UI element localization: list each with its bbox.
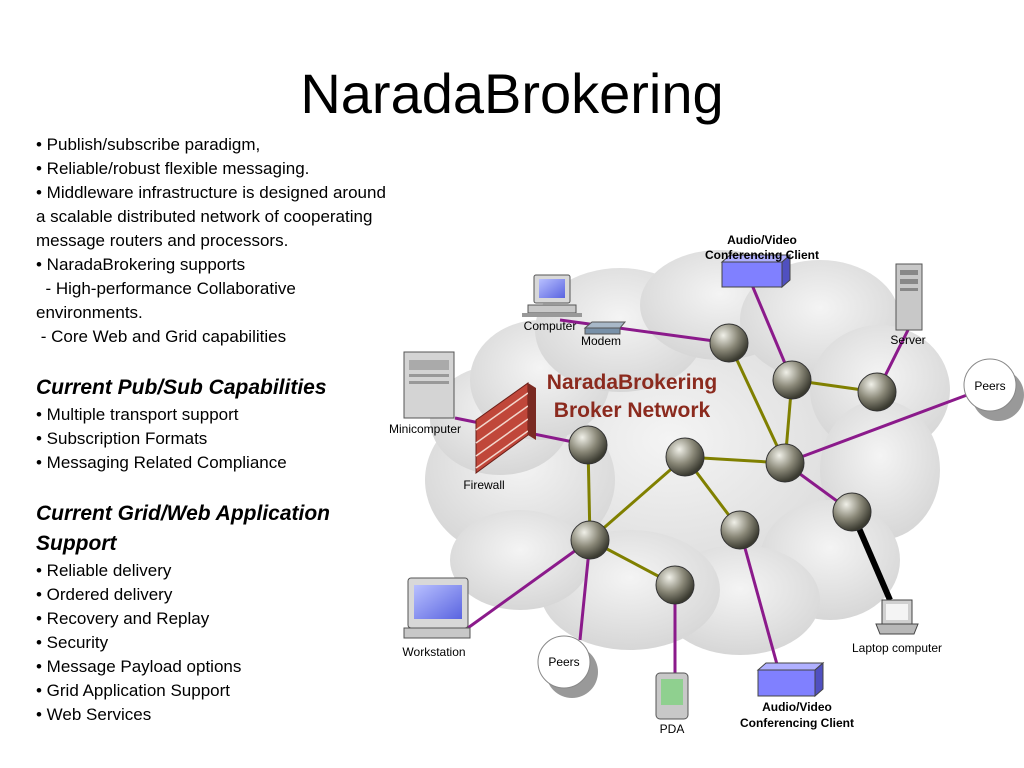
pubsub-item: • Messaging Related Compliance — [36, 453, 287, 472]
computer-device: Computer — [522, 274, 582, 333]
laptop-label: Laptop computer — [852, 641, 942, 655]
workstation-device: Workstation — [402, 577, 471, 659]
pubsub-item: • Subscription Formats — [36, 429, 208, 448]
bullet-line: - High-performance Collaborative — [36, 279, 296, 298]
peers-right-label: Peers — [974, 379, 1005, 393]
computer-link — [559, 318, 730, 345]
modem-icon — [583, 321, 627, 329]
bullet-line: • Middleware infrastructure is designed … — [36, 183, 386, 202]
server-icon — [895, 263, 923, 331]
bullet-line: a scalable distributed network of cooper… — [36, 207, 373, 226]
server-device: Server — [890, 263, 926, 347]
pubsub-item: • Multiple transport support — [36, 405, 239, 424]
av-bottom-label-2: Conferencing Client — [740, 716, 854, 730]
av-client-bottom: Audio/Video Conferencing Client — [740, 661, 854, 730]
broker-node — [665, 437, 705, 477]
minicomputer-icon — [403, 351, 455, 419]
av-box-icon — [721, 261, 783, 288]
gridweb-item: • Recovery and Replay — [36, 609, 210, 628]
gridweb-item: • Grid Application Support — [36, 681, 231, 700]
workstation-icon — [403, 577, 471, 639]
av-box-icon — [757, 669, 816, 697]
av-top-label-1: Audio/Video — [727, 233, 797, 247]
bullet-line: message routers and processors. — [36, 231, 289, 250]
broker-node — [568, 425, 608, 465]
gridweb-item: • Message Payload options — [36, 657, 242, 676]
broker-node — [709, 323, 749, 363]
broker-link — [589, 455, 686, 542]
workstation-label: Workstation — [402, 645, 465, 659]
av-bottom-link — [738, 529, 780, 669]
av-client-top: Audio/Video Conferencing Client — [705, 233, 819, 289]
peers-bottom: Peers — [537, 635, 598, 698]
computer-icon — [522, 274, 582, 317]
peers-bottom-label: Peers — [548, 655, 579, 669]
broker-node — [720, 510, 760, 550]
gridweb-item: • Ordered delivery — [36, 585, 173, 604]
gridweb-item: • Web Services — [36, 705, 152, 724]
gridweb-heading: Current Grid/Web Application Support — [36, 502, 331, 555]
av-bottom-label-1: Audio/Video — [762, 700, 832, 714]
modem-label: Modem — [581, 334, 621, 348]
peers-right: Peers — [963, 358, 1024, 421]
firewall-label: Firewall — [463, 478, 504, 492]
broker-node — [857, 372, 897, 412]
pda-device: PDA — [655, 672, 689, 736]
peers-icon — [537, 635, 591, 689]
broker-nodes — [568, 323, 897, 605]
bullet-text: • Publish/subscribe paradigm, • Reliable… — [36, 133, 456, 727]
peers-icon — [963, 358, 1017, 412]
workstation-link — [464, 538, 591, 632]
firewall-device: Firewall — [463, 382, 536, 492]
server-label: Server — [890, 333, 925, 347]
bullet-line: - Core Web and Grid capabilities — [36, 327, 287, 346]
broker-link — [727, 342, 787, 464]
minicomputer-device: Minicomputer — [389, 351, 461, 436]
firewall-icon — [475, 382, 536, 474]
broker-node — [765, 443, 805, 483]
pubsub-heading: Current Pub/Sub Capabilities — [36, 376, 327, 399]
bullet-line: environments. — [36, 303, 143, 322]
bullet-line: • Reliable/robust flexible messaging. — [36, 159, 310, 178]
minicomputer-label: Minicomputer — [389, 422, 461, 436]
pda-label: PDA — [660, 722, 685, 736]
broker-node — [570, 520, 610, 560]
bullet-line: • NaradaBrokering supports — [36, 255, 246, 274]
computer-label: Computer — [524, 319, 577, 333]
laptop-device: Laptop computer — [852, 599, 942, 655]
broker-node — [655, 565, 695, 605]
cloud-title-line1: NaradaBrokering — [547, 371, 717, 394]
peers-right-link — [784, 390, 976, 465]
bullet-line: • Publish/subscribe paradigm, — [36, 135, 261, 154]
slide-title: NaradaBrokering — [300, 62, 724, 125]
broker-node — [832, 492, 872, 532]
broker-node — [772, 360, 812, 400]
laptop-icon — [875, 599, 919, 635]
av-top-label-2: Conferencing Client — [705, 248, 819, 262]
pda-icon — [655, 672, 689, 720]
modem-device: Modem — [581, 321, 627, 348]
gridweb-item: • Security — [36, 633, 109, 652]
gridweb-item: • Reliable delivery — [36, 561, 172, 580]
cloud-title-line2: Broker Network — [554, 399, 711, 422]
